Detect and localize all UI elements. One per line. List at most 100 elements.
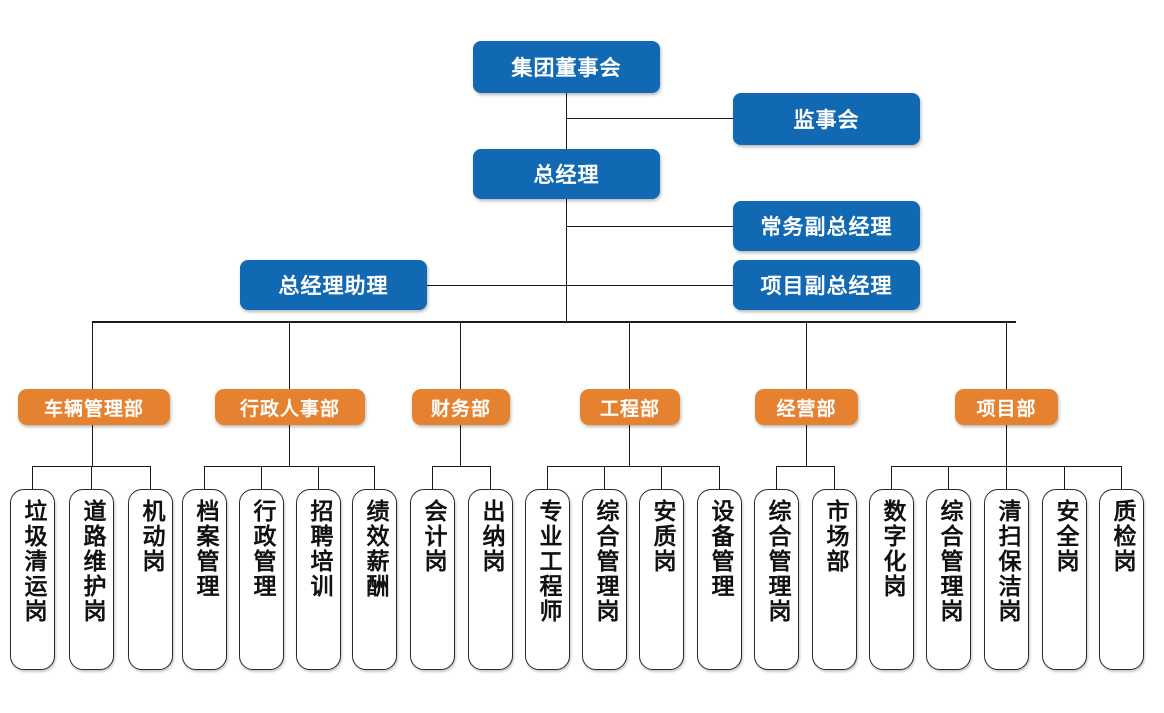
node-label: 项目副总经理	[760, 275, 893, 298]
position-box[interactable]: 档案管理	[182, 489, 227, 670]
position-label: 道路维护岗	[79, 499, 105, 624]
position-box[interactable]: 绩效薪酬	[352, 489, 397, 670]
position-label: 质检岗	[1109, 499, 1135, 574]
connector-board-to-supervisory	[566, 118, 734, 119]
node-project-deputy-gm[interactable]: 项目副总经理	[733, 260, 920, 310]
position-box[interactable]: 行政管理	[239, 489, 284, 670]
position-box[interactable]: 市场部	[812, 489, 857, 670]
position-box[interactable]: 垃圾清运岗	[10, 489, 55, 670]
connector-drop-finance	[460, 321, 461, 389]
position-label: 清扫保洁岗	[994, 499, 1020, 624]
dept-engineering[interactable]: 工程部	[580, 389, 680, 425]
node-general-manager[interactable]: 总经理	[473, 149, 660, 199]
position-label: 市场部	[822, 499, 848, 574]
stem-finance	[460, 425, 461, 466]
dept-label: 经营部	[776, 398, 837, 420]
position-label: 安质岗	[649, 499, 675, 574]
leaf-drop	[432, 466, 433, 489]
leaf-drop	[1121, 466, 1122, 489]
leaf-drop	[661, 466, 662, 489]
position-label: 出纳岗	[478, 499, 504, 574]
position-label: 专业工程师	[535, 499, 561, 624]
sub-bus-operations	[776, 466, 834, 467]
node-label: 总经理助理	[278, 275, 389, 298]
leaf-drop	[204, 466, 205, 489]
dept-label: 财务部	[430, 398, 491, 420]
position-box[interactable]: 道路维护岗	[69, 489, 114, 670]
leaf-drop	[1006, 466, 1007, 489]
connector-drop-project	[1006, 321, 1007, 389]
leaf-drop	[719, 466, 720, 489]
leaf-drop	[1064, 466, 1065, 489]
dept-label: 车辆管理部	[43, 398, 144, 420]
leaf-drop	[604, 466, 605, 489]
dept-label: 行政人事部	[239, 398, 340, 420]
position-label: 档案管理	[192, 499, 218, 599]
position-label: 招聘培训	[306, 499, 332, 599]
stem-engineering	[629, 425, 630, 466]
dept-project[interactable]: 项目部	[955, 389, 1058, 425]
position-box[interactable]: 清扫保洁岗	[984, 489, 1029, 670]
dept-operations[interactable]: 经营部	[755, 389, 858, 425]
position-box[interactable]: 综合管理岗	[754, 489, 799, 670]
connector-drop-engineering	[629, 321, 630, 389]
position-label: 综合管理岗	[592, 499, 618, 624]
connector-board-down	[566, 93, 567, 161]
position-label: 机动岗	[138, 499, 164, 574]
dept-label: 项目部	[976, 398, 1037, 420]
leaf-drop	[490, 466, 491, 489]
stem-admin	[289, 425, 290, 466]
leaf-drop	[776, 466, 777, 489]
sub-bus-finance	[432, 466, 490, 467]
position-box[interactable]: 出纳岗	[468, 489, 513, 670]
position-label: 绩效薪酬	[362, 499, 388, 599]
leaf-drop	[891, 466, 892, 489]
position-label: 设备管理	[707, 499, 733, 599]
position-box[interactable]: 专业工程师	[525, 489, 570, 670]
position-box[interactable]: 安质岗	[639, 489, 684, 670]
dept-finance[interactable]: 财务部	[412, 389, 510, 425]
position-label: 安全岗	[1052, 499, 1078, 574]
stem-operations	[806, 425, 807, 466]
position-label: 会计岗	[420, 499, 446, 574]
leaf-drop	[261, 466, 262, 489]
position-box[interactable]: 安全岗	[1042, 489, 1087, 670]
position-box[interactable]: 招聘培训	[296, 489, 341, 670]
node-label: 监事会	[793, 109, 860, 132]
node-board-of-directors[interactable]: 集团董事会	[473, 41, 660, 93]
sub-bus-engineering	[547, 466, 719, 467]
leaf-drop	[547, 466, 548, 489]
connector-drop-vehicle	[92, 321, 93, 389]
position-label: 垃圾清运岗	[20, 499, 46, 624]
position-label: 数字化岗	[879, 499, 905, 599]
connector-gm-to-exec-deputy	[566, 226, 734, 227]
position-box[interactable]: 综合管理岗	[582, 489, 627, 670]
position-box[interactable]: 设备管理	[697, 489, 742, 670]
position-box[interactable]: 数字化岗	[869, 489, 914, 670]
position-box[interactable]: 会计岗	[410, 489, 455, 670]
node-label: 集团董事会	[511, 57, 622, 80]
dept-vehicle-management[interactable]: 车辆管理部	[18, 389, 170, 425]
node-label: 总经理	[533, 164, 600, 187]
stem-project	[1006, 425, 1007, 466]
node-supervisory-board[interactable]: 监事会	[733, 93, 920, 145]
connector-gm-to-assistant	[427, 285, 567, 286]
leaf-drop	[834, 466, 835, 489]
connector-gm-to-project-deputy	[566, 285, 734, 286]
position-box[interactable]: 质检岗	[1099, 489, 1144, 670]
position-label: 综合管理岗	[764, 499, 790, 624]
department-bus	[92, 321, 1016, 323]
node-executive-deputy-gm[interactable]: 常务副总经理	[733, 201, 920, 251]
position-label: 综合管理岗	[936, 499, 962, 624]
leaf-drop	[948, 466, 949, 489]
leaf-drop	[91, 466, 92, 489]
leaf-drop	[318, 466, 319, 489]
position-box[interactable]: 机动岗	[128, 489, 173, 670]
position-label: 行政管理	[249, 499, 275, 599]
sub-bus-admin	[204, 466, 374, 467]
position-box[interactable]: 综合管理岗	[926, 489, 971, 670]
node-gm-assistant[interactable]: 总经理助理	[240, 260, 427, 310]
connector-drop-operations	[806, 321, 807, 389]
dept-admin-hr[interactable]: 行政人事部	[215, 389, 365, 425]
